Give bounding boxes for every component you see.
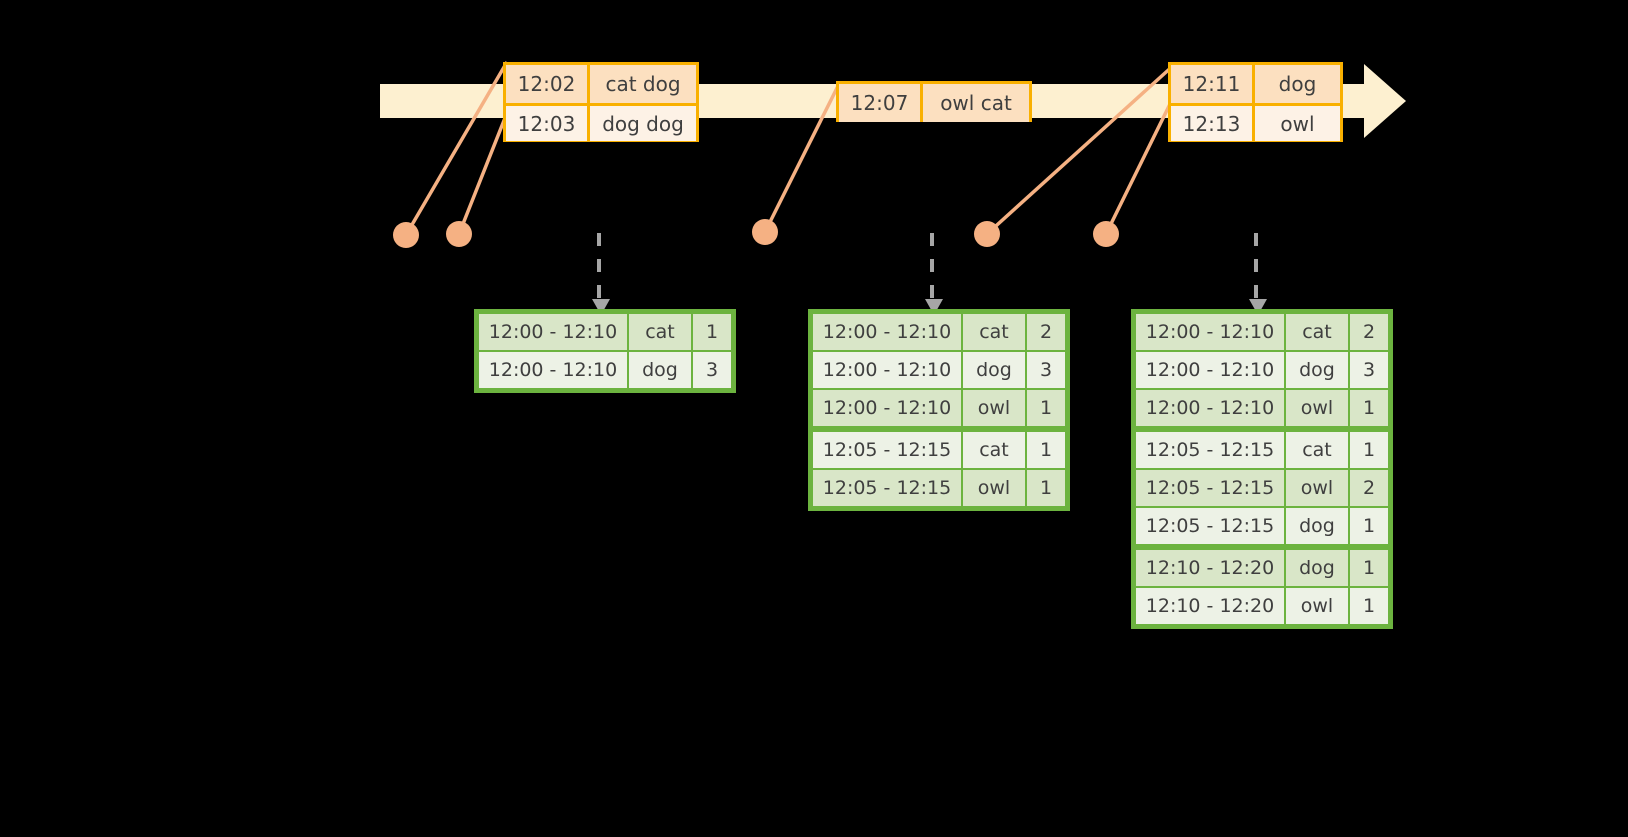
event-dot-1213[interactable]	[1093, 221, 1119, 247]
flow-arrow-2-line	[930, 233, 934, 301]
count-cell: 1	[1350, 550, 1388, 586]
window-range-cell: 12:10 - 12:20	[1136, 588, 1284, 624]
count-cell: 3	[1027, 352, 1065, 388]
word-cell: dog	[1286, 508, 1348, 544]
event-time: 12:13	[1171, 106, 1255, 141]
count-cell: 2	[1350, 470, 1388, 506]
count-cell: 1	[1350, 508, 1388, 544]
window-group-separator	[812, 427, 1066, 431]
word-cell: dog	[1286, 352, 1348, 388]
leader-line-1213	[1104, 103, 1172, 235]
word-cell: cat	[963, 314, 1025, 350]
count-cell: 1	[1350, 390, 1388, 426]
word-cell: owl	[1286, 588, 1348, 624]
event-dot-1203[interactable]	[446, 221, 472, 247]
window-range-cell: 12:00 - 12:10	[479, 352, 627, 388]
window-range-cell: 12:00 - 12:10	[1136, 314, 1284, 350]
event-dot-1211[interactable]	[974, 221, 1000, 247]
word-cell: owl	[1286, 470, 1348, 506]
word-cell: dog	[629, 352, 691, 388]
event-value: dog dog	[590, 106, 696, 141]
flow-arrow-1-line	[597, 233, 601, 301]
window-range-cell: 12:00 - 12:10	[1136, 390, 1284, 426]
event-time: 12:11	[1171, 65, 1255, 103]
word-cell: cat	[963, 432, 1025, 468]
count-cell: 1	[1027, 390, 1065, 426]
window-range-cell: 12:00 - 12:10	[813, 352, 961, 388]
event-dot-1207[interactable]	[752, 219, 778, 245]
event-value: owl	[1255, 106, 1340, 141]
count-cell: 2	[1027, 314, 1065, 350]
flow-arrow-3-line	[1254, 233, 1258, 301]
window-range-cell: 12:05 - 12:15	[1136, 432, 1284, 468]
window-range-cell: 12:00 - 12:10	[1136, 352, 1284, 388]
window-group-separator	[1135, 427, 1389, 431]
window-range-cell: 12:05 - 12:15	[1136, 470, 1284, 506]
count-cell: 1	[1027, 432, 1065, 468]
event-time: 12:07	[839, 84, 923, 122]
window-range-cell: 12:00 - 12:10	[479, 314, 627, 350]
event-dot-1202[interactable]	[393, 222, 419, 248]
count-cell: 3	[693, 352, 731, 388]
word-cell: owl	[963, 390, 1025, 426]
count-cell: 1	[1027, 470, 1065, 506]
event-value: owl cat	[923, 84, 1029, 122]
count-cell: 1	[1350, 588, 1388, 624]
flow-arrow-2	[925, 233, 943, 315]
word-cell: dog	[963, 352, 1025, 388]
word-cell: dog	[1286, 550, 1348, 586]
count-cell: 2	[1350, 314, 1388, 350]
window-range-cell: 12:00 - 12:10	[813, 314, 961, 350]
flow-arrow-3	[1249, 233, 1267, 315]
window-range-cell: 12:10 - 12:20	[1136, 550, 1284, 586]
count-cell: 1	[1350, 432, 1388, 468]
leader-line-1203	[457, 117, 507, 235]
event-value: cat dog	[590, 65, 696, 103]
event-value: dog	[1255, 65, 1340, 103]
flow-arrow-1	[592, 233, 610, 315]
word-cell: cat	[1286, 314, 1348, 350]
word-cell: owl	[1286, 390, 1348, 426]
timeline-arrow-head-icon	[1364, 64, 1406, 138]
window-range-cell: 12:05 - 12:15	[1136, 508, 1284, 544]
window-group-separator	[1135, 545, 1389, 549]
count-cell: 3	[1350, 352, 1388, 388]
word-cell: cat	[1286, 432, 1348, 468]
word-cell: owl	[963, 470, 1025, 506]
event-time: 12:03	[506, 106, 590, 141]
event-time: 12:02	[506, 65, 590, 103]
window-range-cell: 12:05 - 12:15	[813, 432, 961, 468]
word-cell: cat	[629, 314, 691, 350]
window-range-cell: 12:00 - 12:10	[813, 390, 961, 426]
window-range-cell: 12:05 - 12:15	[813, 470, 961, 506]
count-cell: 1	[693, 314, 731, 350]
